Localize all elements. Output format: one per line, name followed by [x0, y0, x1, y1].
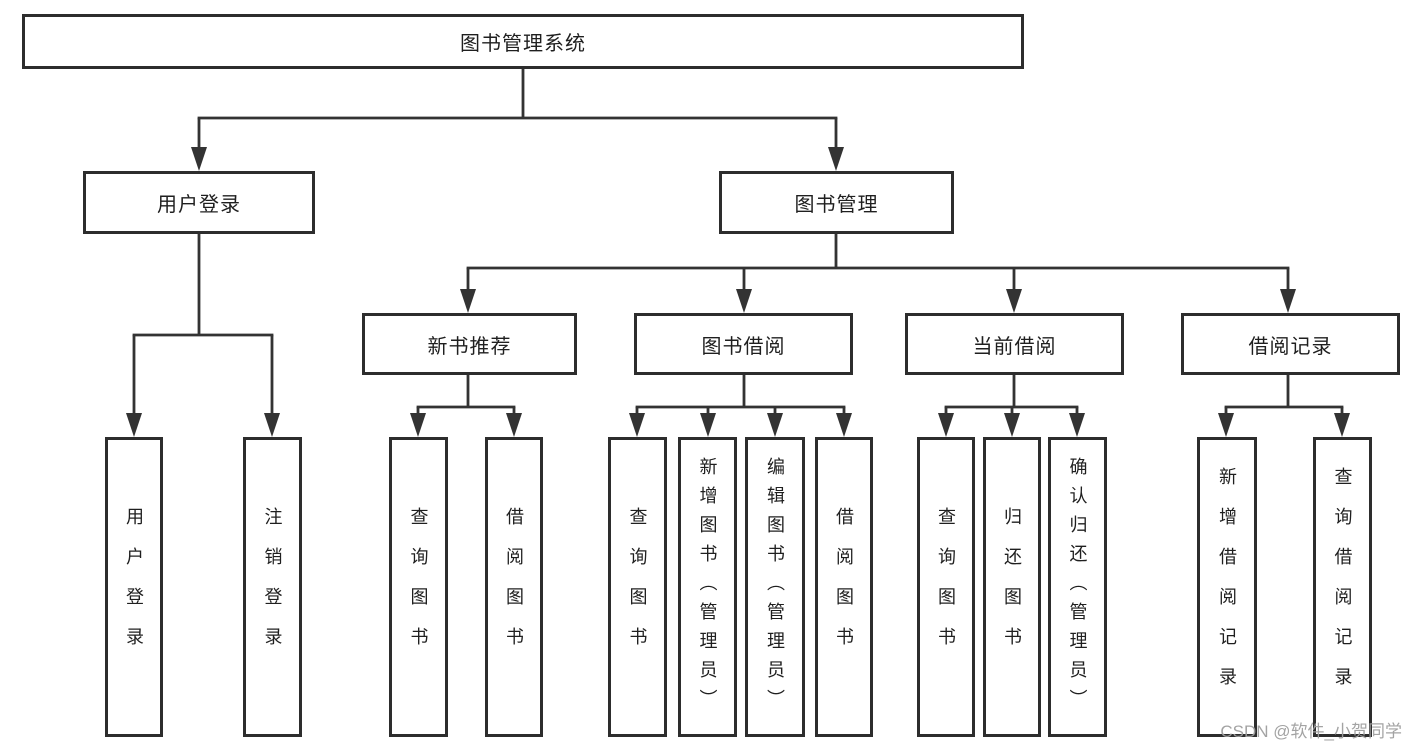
node-user-login: 用户登录 [83, 171, 315, 234]
leaf-bb-add-books-admin-label: 新增图书（管理员） [697, 456, 718, 718]
leaf-cb-confirm-return-admin: 确认归还（管理员） [1048, 437, 1107, 737]
node-book-management: 图书管理 [719, 171, 954, 234]
leaf-bb-query-books-label: 查询图书 [627, 507, 648, 667]
leaf-cb-return-books-label: 归还图书 [1002, 507, 1022, 667]
leaf-cb-return-books: 归还图书 [983, 437, 1041, 737]
leaf-bb-query-books: 查询图书 [608, 437, 667, 737]
node-current-borrowing-label: 当前借阅 [972, 335, 1057, 358]
node-book-management-label: 图书管理 [794, 194, 879, 216]
leaf-bb-edit-books-admin: 编辑图书（管理员） [745, 437, 805, 737]
leaf-user-login-label: 用户登录 [124, 507, 144, 667]
leaf-cb-query-books: 查询图书 [917, 437, 975, 737]
leaf-logout-label: 注销登录 [262, 507, 283, 667]
leaf-cb-query-books-label: 查询图书 [936, 507, 956, 667]
node-root-label: 图书管理系统 [460, 33, 586, 55]
leaf-logout: 注销登录 [243, 437, 302, 737]
leaf-nbr-query-books: 查询图书 [389, 437, 448, 737]
leaf-br-add-record-label: 新增借阅记录 [1217, 467, 1237, 707]
node-root: 图书管理系统 [22, 14, 1024, 69]
node-new-book-recommend-label: 新书推荐 [427, 335, 512, 358]
csdn-watermark: CSDN @软件_小贺同学 [1220, 722, 1402, 741]
node-user-login-label: 用户登录 [157, 194, 241, 216]
leaf-br-query-record: 查询借阅记录 [1313, 437, 1372, 737]
node-borrowing-records: 借阅记录 [1181, 313, 1400, 375]
leaf-nbr-query-books-label: 查询图书 [408, 507, 429, 667]
leaf-bb-edit-books-admin-label: 编辑图书（管理员） [765, 456, 785, 718]
leaf-user-login: 用户登录 [105, 437, 163, 737]
node-current-borrowing: 当前借阅 [905, 313, 1124, 375]
leaf-nbr-borrow-books: 借阅图书 [485, 437, 543, 737]
leaf-cb-confirm-return-admin-label: 确认归还（管理员） [1067, 456, 1088, 718]
leaf-bb-borrow-books-label: 借阅图书 [834, 507, 854, 667]
leaf-br-query-record-label: 查询借阅记录 [1332, 467, 1353, 707]
leaf-bb-borrow-books: 借阅图书 [815, 437, 873, 737]
leaf-br-add-record: 新增借阅记录 [1197, 437, 1257, 737]
leaf-bb-add-books-admin: 新增图书（管理员） [678, 437, 737, 737]
node-borrowing-records-label: 借阅记录 [1248, 335, 1333, 358]
node-book-borrowing: 图书借阅 [634, 313, 853, 375]
leaf-nbr-borrow-books-label: 借阅图书 [504, 507, 524, 667]
node-book-borrowing-label: 图书借阅 [701, 335, 786, 358]
node-new-book-recommend: 新书推荐 [362, 313, 577, 375]
